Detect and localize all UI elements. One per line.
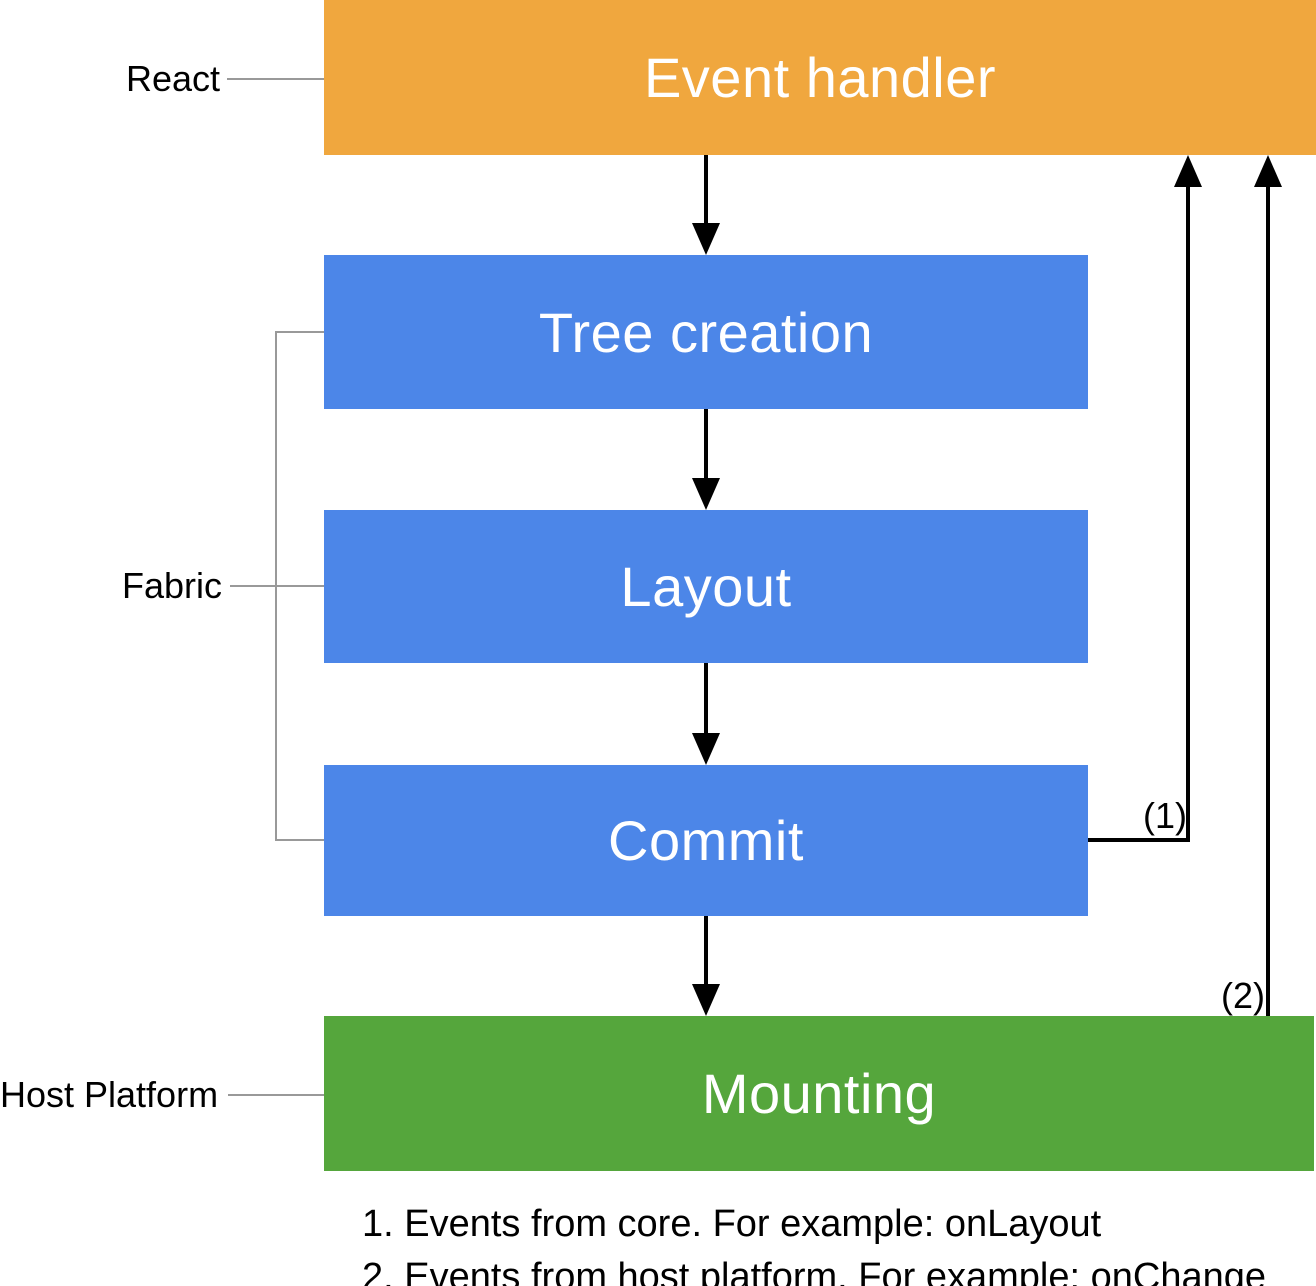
fabric-label: Fabric: [121, 565, 222, 606]
fabric-bracket-vertical-line: [275, 332, 277, 840]
fabric-bracket-bottom-stub: [275, 839, 324, 841]
react-connector-line: [227, 78, 324, 80]
return-arrow-1-vertical-line: [1186, 187, 1190, 842]
event-handler-box: Event handler: [324, 0, 1316, 155]
fabric-connector-line: [230, 585, 324, 587]
fabric-bracket-top-stub: [275, 331, 324, 333]
arrow-tree-to-layout-head: [692, 478, 720, 510]
return-arrow-1-horizontal-line: [1088, 838, 1190, 842]
return-arrow-1-label: (1): [1143, 795, 1187, 836]
return-arrow-2-head: [1254, 155, 1282, 187]
arrow-layout-to-commit-head: [692, 733, 720, 765]
commit-box: Commit: [324, 765, 1088, 916]
return-arrow-2-label: (2): [1221, 975, 1265, 1016]
arrow-commit-to-mounting-line: [704, 916, 708, 984]
footnote-2: 2. Events from host platform. For exampl…: [362, 1256, 1266, 1286]
return-arrow-1-head: [1174, 155, 1202, 187]
footnotes: 1. Events from core. For example: onLayo…: [362, 1198, 1266, 1286]
mounting-box: Mounting: [324, 1016, 1314, 1171]
return-arrow-2-vertical-line: [1266, 187, 1270, 1016]
react-label: React: [125, 58, 220, 99]
arrow-tree-to-layout-line: [704, 409, 708, 478]
arrow-event-to-tree-head: [692, 223, 720, 255]
arrow-event-to-tree-line: [704, 155, 708, 223]
arrow-layout-to-commit-line: [704, 663, 708, 733]
arrow-commit-to-mounting-head: [692, 984, 720, 1016]
host-platform-label: Host Platform: [0, 1074, 219, 1115]
layout-box: Layout: [324, 510, 1088, 663]
tree-creation-box: Tree creation: [324, 255, 1088, 409]
host-platform-connector-line: [228, 1094, 324, 1096]
footnote-1: 1. Events from core. For example: onLayo…: [362, 1203, 1102, 1245]
